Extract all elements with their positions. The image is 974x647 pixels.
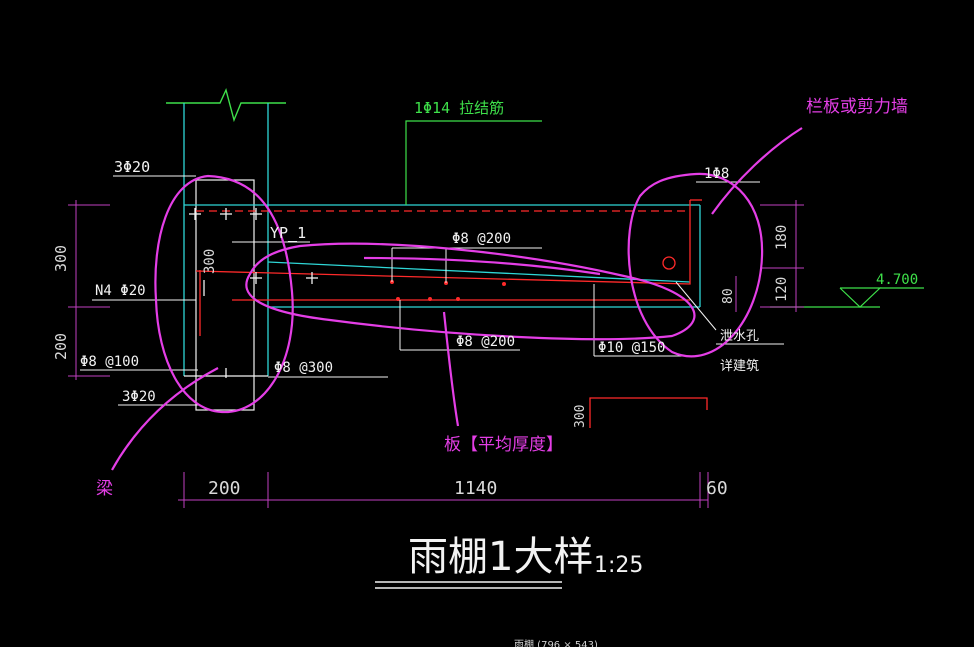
dim-200-bottom: 200: [208, 478, 241, 499]
dim-300-bottom: 300: [573, 405, 588, 428]
dim-60: 60: [706, 478, 728, 499]
wall-break-line: [166, 87, 286, 123]
slab-annotation: 板【平均厚度】: [444, 435, 563, 455]
slab-rebar: [195, 199, 708, 428]
dim-300-left: 300: [52, 245, 70, 272]
beam-stirrup-label: Φ8 @100: [80, 354, 139, 370]
beam-annotation: 梁: [96, 479, 113, 499]
title-underline: [375, 581, 562, 589]
tie-bar-leader: [405, 120, 542, 205]
see-arch-label: 详建筑: [720, 358, 759, 374]
drawing-title: 雨棚1大样: [408, 534, 593, 580]
annotation-marks: [111, 127, 803, 471]
dim-120: 120: [774, 277, 790, 302]
slab-ref-label: YP_1: [270, 224, 306, 242]
slab-top-bar-label: Φ8 @200: [452, 231, 511, 247]
beam-bottom-bar-label: 3Φ20: [122, 389, 156, 405]
elevation-label: 4.700: [876, 272, 918, 288]
edge-bar-label: 1Φ8: [704, 166, 729, 182]
dim-1140: 1140: [454, 478, 497, 499]
dim-80: 80: [721, 288, 736, 304]
dim-180: 180: [774, 225, 790, 250]
slab-distribution-label: Φ10 @150: [598, 340, 665, 356]
tie-bar-label: 1Φ14 拉结筋: [414, 99, 504, 117]
image-caption: 雨棚 (796 × 543): [514, 638, 598, 647]
rebar-dots: [390, 280, 506, 301]
slab-bottom-bar-label: Φ8 @200: [456, 334, 515, 350]
drain-hole-label: 泄水孔: [720, 329, 759, 344]
beam-side-bar-label: N4 Φ20: [95, 283, 146, 299]
wall-column: [183, 103, 269, 376]
drawing-scale: 1:25: [594, 553, 643, 578]
elevation-marker: [770, 287, 924, 308]
dim-300-beam: 300: [202, 249, 218, 274]
leader-lines: [80, 175, 784, 406]
beam-top-bar-label: 3Φ20: [114, 158, 150, 176]
dimension-lines: [68, 200, 804, 508]
wall-annotation: 栏板或剪力墙: [806, 97, 908, 117]
beam-rebar-marks: [189, 208, 318, 378]
slab-outline: [184, 204, 701, 308]
dim-200-left: 200: [52, 333, 70, 360]
stirrup-300-label: Φ8 @300: [274, 360, 333, 376]
